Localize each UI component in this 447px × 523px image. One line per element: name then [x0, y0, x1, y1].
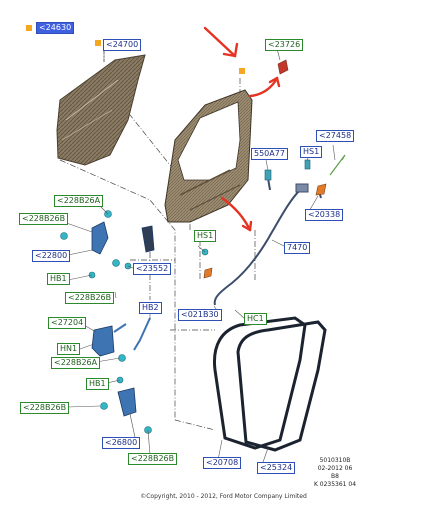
part-marker — [95, 40, 101, 46]
label-7470[interactable]: 7470 — [284, 242, 311, 254]
copyright-notice: ©Copyright, 2010 - 2012, Ford Motor Comp… — [140, 493, 307, 500]
label-27204[interactable]: <27204 — [48, 317, 87, 329]
label-hs1-mid[interactable]: HS1 — [194, 230, 217, 242]
clip-icon — [277, 59, 289, 75]
label-hb1-low[interactable]: HB1 — [86, 378, 109, 390]
leader-lines — [57, 44, 336, 466]
rod-icon — [113, 317, 151, 351]
label-24700[interactable]: <24700 — [103, 39, 142, 51]
pointer-arrow-icon — [203, 26, 281, 232]
label-hb2[interactable]: HB2 — [139, 302, 162, 314]
label-228B26A-low[interactable]: <228B26A — [51, 357, 101, 369]
door-trim-panel-icon — [56, 54, 146, 166]
label-hs1-top[interactable]: HS1 — [300, 146, 323, 158]
drawing-stamp: 5010310B 02-2012 06 B8 K 0235361 04 — [305, 457, 365, 489]
label-23552[interactable]: <23552 — [133, 263, 172, 275]
label-228B26B-mid[interactable]: <228B26B — [65, 292, 115, 304]
label-27458[interactable]: <27458 — [316, 130, 355, 142]
stamp-line: 02-2012 06 — [317, 465, 353, 472]
stamp-line: 5010310B — [319, 457, 351, 464]
wire-icon — [329, 154, 346, 176]
stamp-line: B8 — [331, 473, 339, 480]
label-25324[interactable]: <25324 — [257, 462, 296, 474]
label-228B26B-low[interactable]: <228B26B — [20, 402, 70, 414]
label-hc1[interactable]: HC1 — [244, 313, 267, 325]
label-20708[interactable]: <20708 — [203, 457, 242, 469]
label-23726[interactable]: <23726 — [265, 39, 304, 51]
door-hinge-icon — [91, 221, 155, 417]
connector-icon — [304, 159, 311, 170]
label-550A77[interactable]: 550A77 — [251, 148, 288, 160]
label-26800[interactable]: <26800 — [102, 437, 141, 449]
clip-icon — [203, 267, 213, 279]
label-22800[interactable]: <22800 — [32, 250, 71, 262]
weatherstrip-seal-icon — [212, 316, 327, 452]
stamp-line: K 0235361 04 — [313, 481, 357, 488]
label-hb1-top[interactable]: HB1 — [47, 273, 70, 285]
connector-icon — [264, 169, 272, 181]
label-021B30[interactable]: <021B30 — [178, 309, 222, 321]
label-20338[interactable]: <20338 — [305, 209, 344, 221]
label-228B26B-left[interactable]: <228B26B — [19, 213, 69, 225]
label-24630[interactable]: <24630 — [36, 22, 75, 34]
part-marker — [26, 25, 32, 31]
label-228B26B-bottom[interactable]: <228B26B — [128, 453, 178, 465]
door-shell-icon — [164, 89, 253, 223]
part-marker — [239, 68, 245, 74]
clip-icon — [315, 183, 327, 196]
label-228B26A-top[interactable]: <228B26A — [54, 195, 104, 207]
label-hn1[interactable]: HN1 — [57, 343, 81, 355]
